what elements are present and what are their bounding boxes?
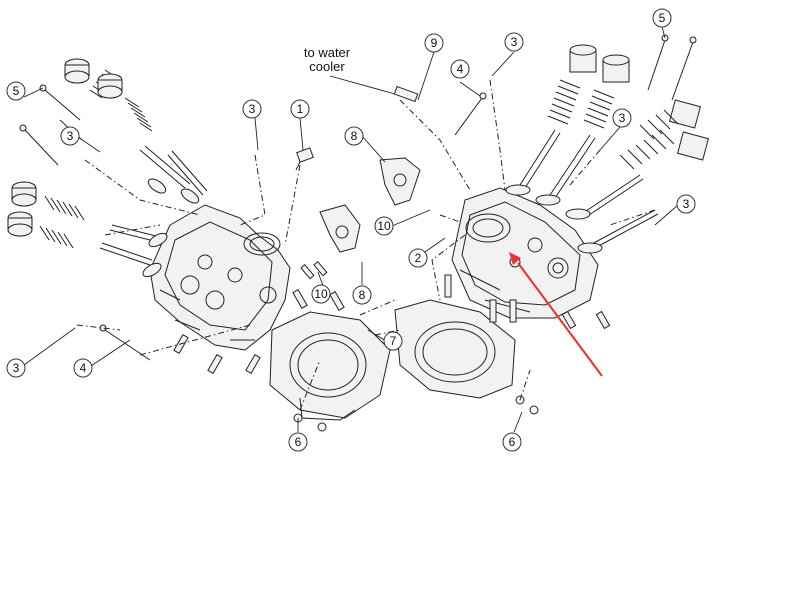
callout-6-left: 6	[288, 432, 308, 452]
left-water-outlet	[319, 204, 361, 253]
right-long-studs	[454, 34, 697, 136]
svg-text:4: 4	[457, 62, 464, 76]
callout-1: 1	[290, 99, 310, 119]
right-spring-stack-1	[547, 44, 597, 125]
right-studs	[444, 274, 611, 330]
svg-text:5: 5	[659, 11, 666, 25]
svg-text:8: 8	[351, 129, 358, 143]
left-valve-1	[139, 145, 191, 189]
right-cylinder-block	[394, 299, 539, 415]
svg-text:10: 10	[377, 219, 391, 233]
svg-text:2: 2	[415, 251, 422, 265]
right-spring-stack-2	[583, 54, 630, 129]
right-valve-springs	[505, 44, 710, 254]
callout-8-right: 8	[344, 126, 364, 146]
note-line-2: cooler	[309, 59, 345, 74]
svg-text:9: 9	[431, 36, 438, 50]
callout-5-top-right: 5	[652, 8, 672, 28]
left-cylinder-block	[269, 311, 391, 432]
callout-4-left: 4	[73, 358, 93, 378]
left-valve-springs	[7, 58, 208, 278]
right-cylinder-head	[451, 187, 599, 319]
red-pointer-arrow-icon	[509, 252, 603, 377]
callout-9: 9	[424, 33, 444, 53]
water-cooler-note: to water cooler	[304, 45, 396, 95]
svg-text:3: 3	[67, 129, 74, 143]
note-leader	[329, 75, 396, 95]
svg-text:3: 3	[249, 102, 256, 116]
note-line-1: to water	[304, 45, 351, 60]
left-spring-stack-2	[97, 73, 153, 132]
left-long-studs	[19, 84, 151, 361]
callout-2: 2	[408, 248, 428, 268]
callout-3-left-lower: 3	[6, 358, 26, 378]
callout-3-left-upper: 3	[60, 126, 80, 146]
callout-4-right: 4	[450, 59, 470, 79]
callout-3-left-head: 3	[242, 99, 262, 119]
left-spring-stack-1	[64, 58, 118, 99]
center-studs	[173, 261, 345, 374]
right-spring-stack-4	[619, 129, 710, 170]
svg-text:8: 8	[359, 288, 366, 302]
leader-lines	[23, 26, 679, 433]
left-spring-stack-3	[11, 181, 85, 221]
svg-text:10: 10	[314, 287, 328, 301]
right-spring-stack-3	[639, 99, 702, 140]
callout-10-left: 10	[311, 284, 331, 304]
svg-text:7: 7	[390, 334, 397, 348]
svg-text:3: 3	[511, 35, 518, 49]
left-cylinder-head	[149, 204, 291, 351]
svg-text:3: 3	[13, 361, 20, 375]
svg-text:4: 4	[80, 361, 87, 375]
callout-10-right: 10	[374, 216, 394, 236]
callout-8-left: 8	[352, 285, 372, 305]
svg-text:5: 5	[13, 84, 20, 98]
callout-6-right: 6	[502, 432, 522, 452]
callout-7: 7	[383, 331, 403, 351]
svg-text:3: 3	[683, 197, 690, 211]
temperature-sensor	[295, 147, 314, 171]
svg-text:3: 3	[619, 111, 626, 125]
callout-3-right-middle: 3	[612, 108, 632, 128]
assembly-lines	[76, 79, 656, 411]
callout-3-right-top: 3	[504, 32, 524, 52]
callout-5-top-left: 5	[6, 81, 26, 101]
right-water-outlet	[379, 85, 421, 206]
callout-3-right-lower: 3	[676, 194, 696, 214]
svg-text:6: 6	[509, 435, 516, 449]
left-spring-stack-4	[7, 211, 74, 249]
svg-text:6: 6	[295, 435, 302, 449]
svg-text:1: 1	[297, 102, 304, 116]
